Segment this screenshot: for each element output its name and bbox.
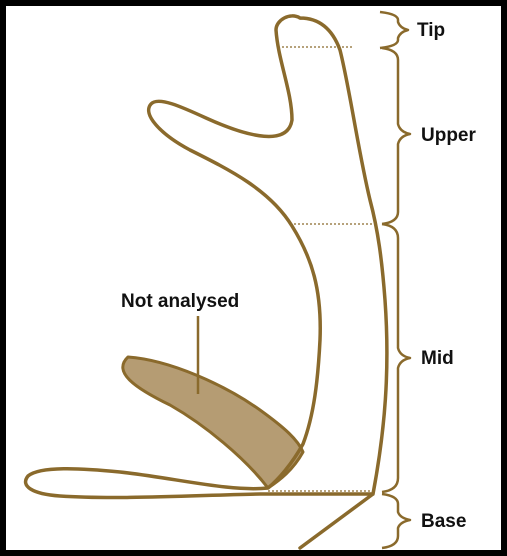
label-base: Base [421,511,466,532]
tip-brace [380,12,408,48]
label-not-analysed: Not analysed [121,291,239,312]
upper-brace [382,48,410,224]
antler-outline [26,16,387,548]
not-analysed-region [123,357,303,488]
label-tip: Tip [417,20,445,41]
label-mid: Mid [421,348,454,369]
label-upper: Upper [421,125,477,146]
base-brace [382,494,410,548]
